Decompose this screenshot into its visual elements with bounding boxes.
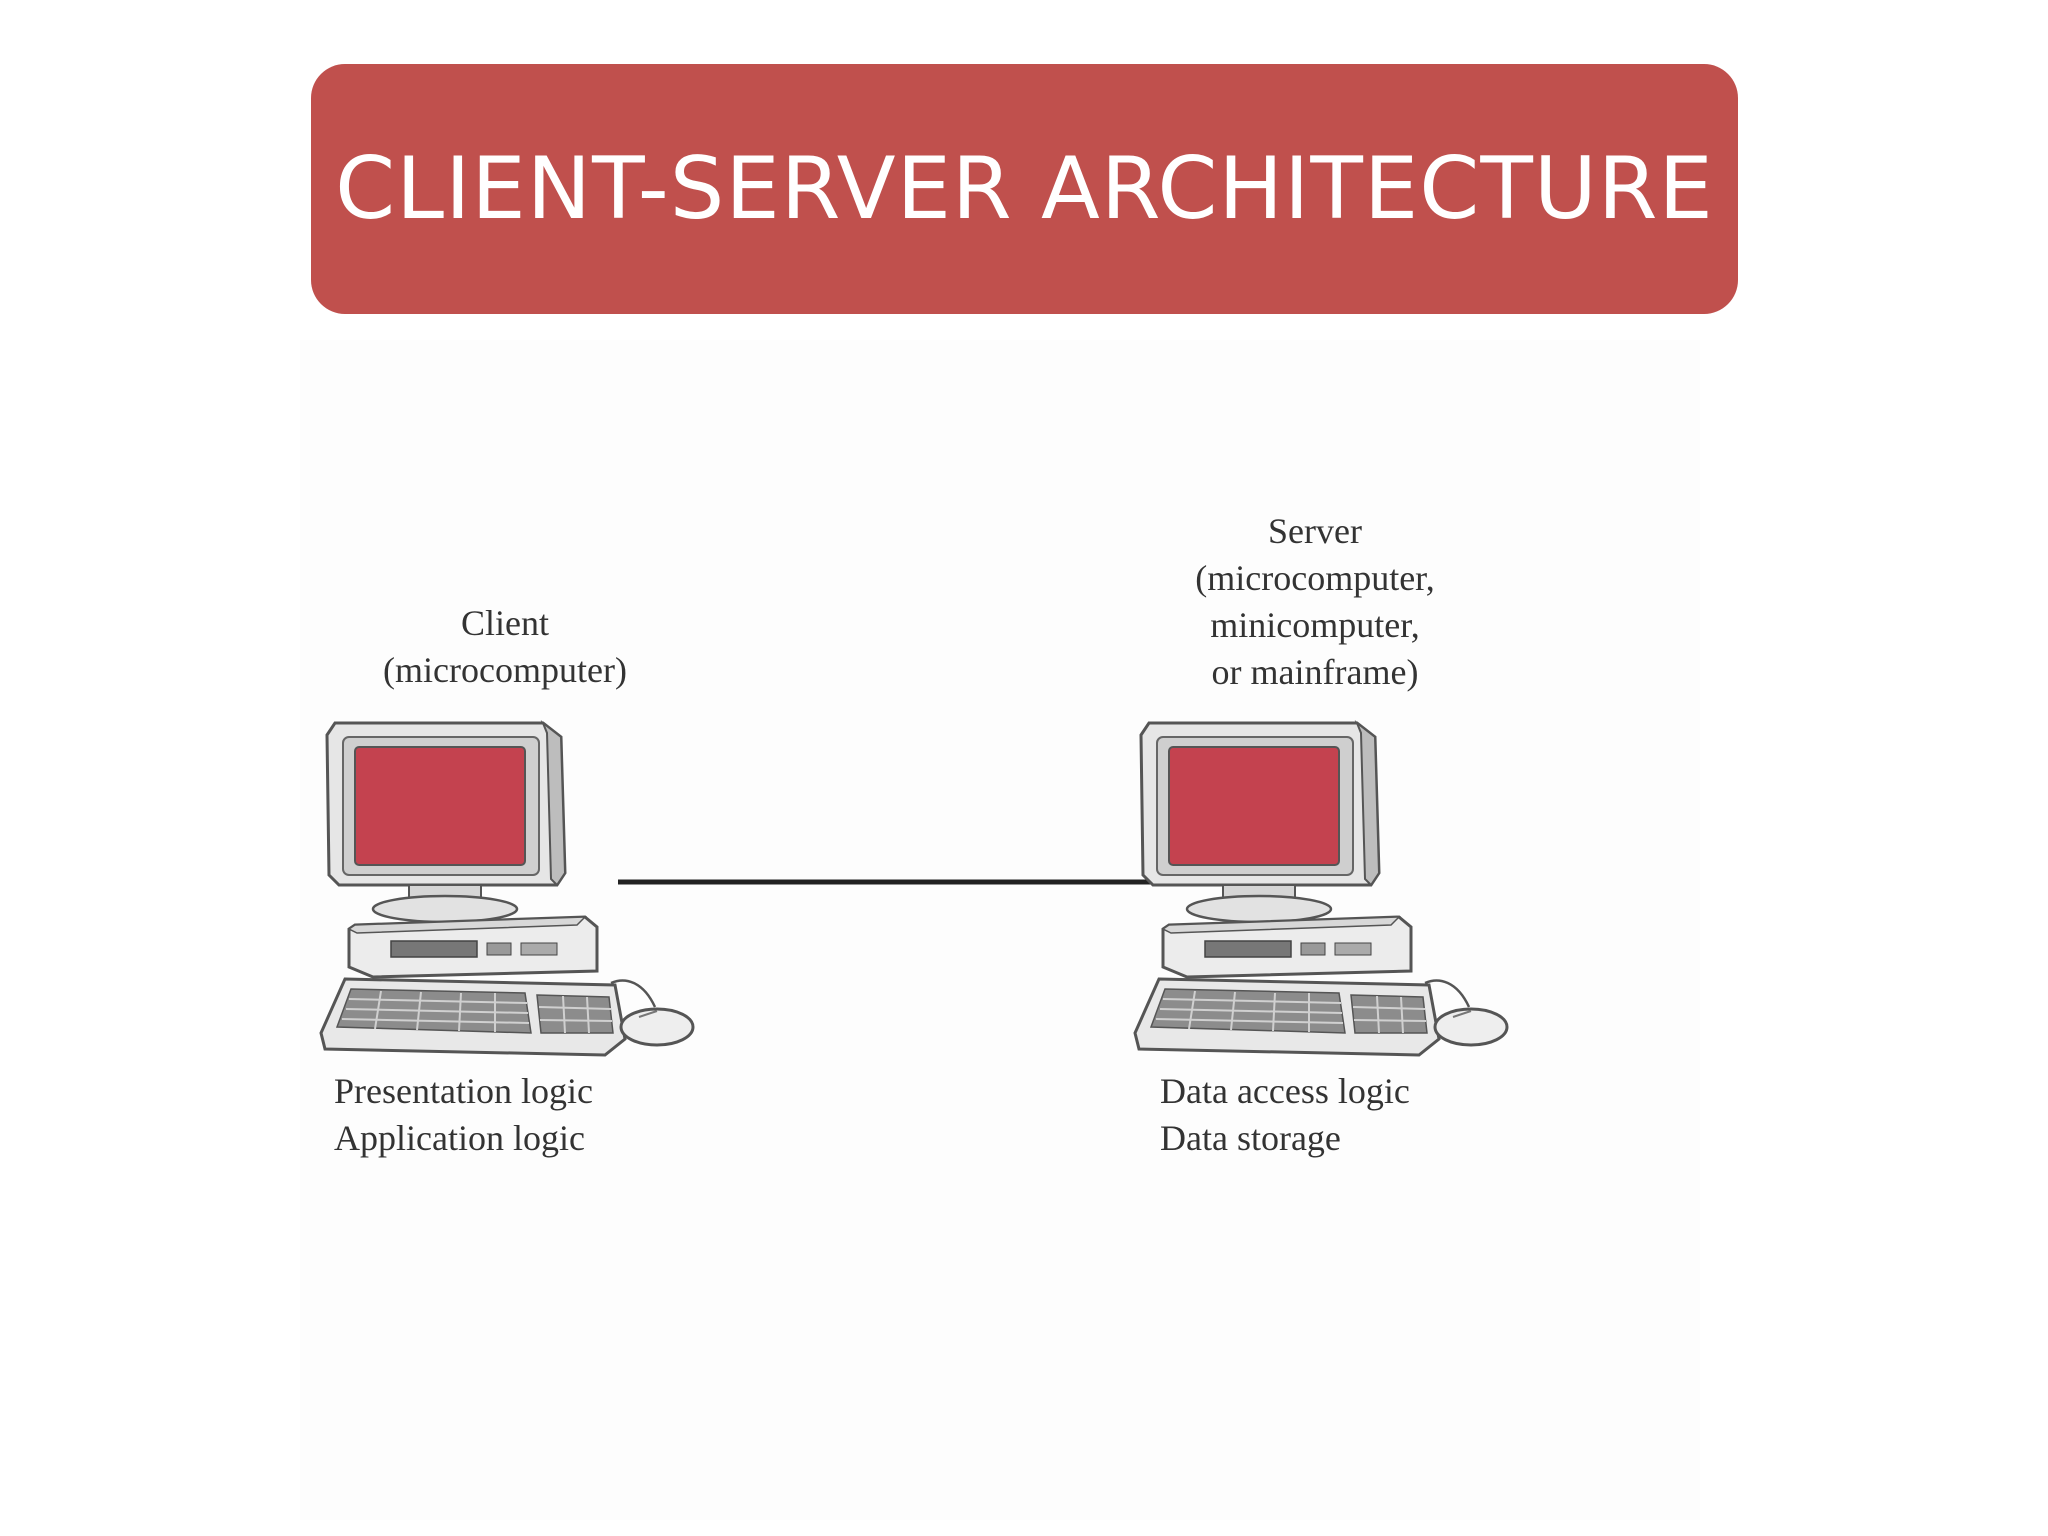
client-heading-line2: (microcomputer)	[383, 650, 627, 690]
client-role-line2: Application logic	[334, 1118, 585, 1158]
client-heading-line1: Client	[461, 603, 549, 643]
client-heading: Client (microcomputer)	[340, 600, 670, 694]
slide-title: CLIENT-SERVER ARCHITECTURE	[335, 139, 1714, 239]
client-role-line1: Presentation logic	[334, 1071, 593, 1111]
server-computer-icon	[1133, 721, 1509, 1057]
server-role-line1: Data access logic	[1160, 1071, 1410, 1111]
server-heading-line2: (microcomputer,	[1195, 558, 1435, 598]
server-heading-line1: Server	[1268, 511, 1362, 551]
server-role-line2: Data storage	[1160, 1118, 1341, 1158]
client-roles: Presentation logic Application logic	[334, 1068, 593, 1162]
server-heading: Server (microcomputer, minicomputer, or …	[1130, 508, 1500, 696]
title-banner: CLIENT-SERVER ARCHITECTURE	[311, 64, 1738, 314]
client-computer-icon	[319, 721, 695, 1057]
server-roles: Data access logic Data storage	[1160, 1068, 1410, 1162]
server-heading-line3: minicomputer,	[1210, 605, 1420, 645]
server-heading-line4: or mainframe)	[1211, 652, 1419, 692]
